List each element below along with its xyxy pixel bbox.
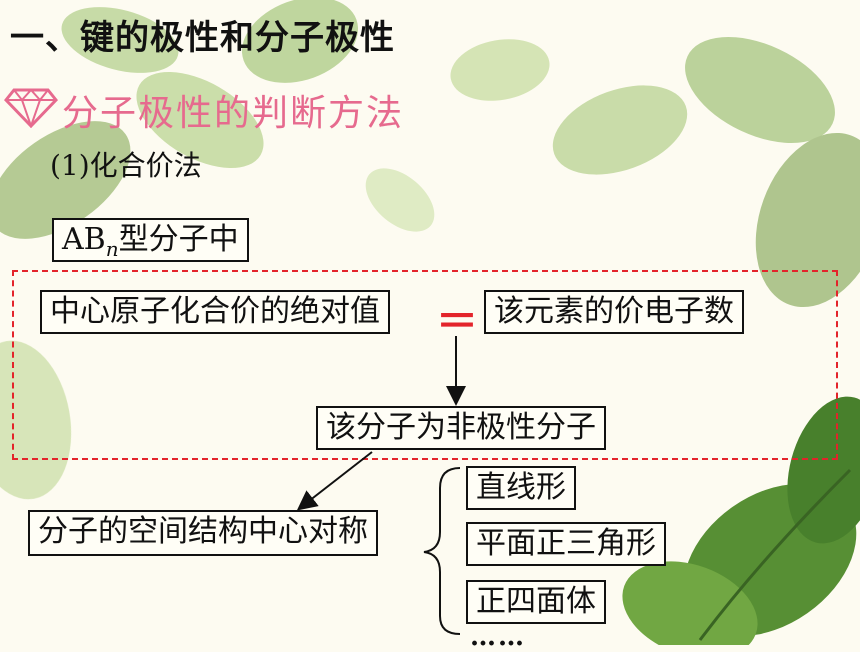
shape-trigonal-planar-box: 平面正三角形 [466, 522, 666, 566]
ab-subscript: n [105, 237, 119, 261]
method-heading: (1)化合价法 [50, 149, 202, 182]
shape-tetrahedral-box: 正四面体 [466, 580, 606, 624]
ellipsis: …… [470, 622, 526, 652]
section-subtitle: 分子极性的判断方法 [62, 93, 405, 134]
valence-abs-box: 中心原子化合价的绝对值 [40, 290, 390, 334]
ab-molecule-box: ABn型分子中 [52, 218, 249, 262]
shape-linear-box: 直线形 [466, 466, 576, 510]
slide-title: 一、键的极性和分子极性 [10, 18, 395, 58]
nonpolar-conclusion-box: 该分子为非极性分子 [316, 406, 606, 450]
central-symmetry-box: 分子的空间结构中心对称 [28, 510, 378, 556]
ab-prefix: AB [62, 222, 106, 257]
valence-electrons-box: 该元素的价电子数 [484, 290, 744, 334]
diamond-icon [4, 88, 58, 128]
ab-suffix: 型分子中 [118, 222, 239, 257]
equals-sign: ＝ [436, 297, 479, 346]
condition-dashed-frame [12, 270, 838, 460]
